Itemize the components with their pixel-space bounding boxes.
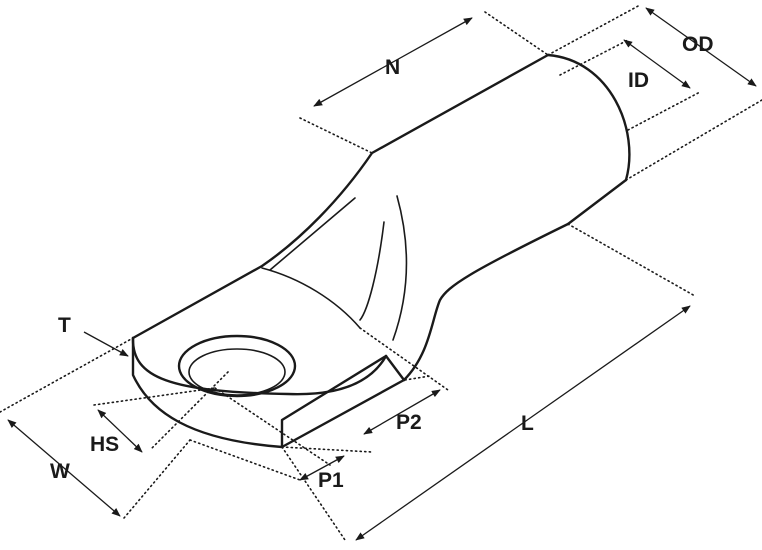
l-dimension-arrow [355,305,691,541]
barrel-end-lower [566,178,628,226]
crimp-line-3 [359,221,385,321]
label-p1: P1 [318,469,344,492]
p1-dimension-arrow [299,455,345,481]
stud-hole-inner [188,348,286,396]
dimension-arrows [7,7,757,541]
label-l: L [521,412,534,435]
w-dimension-arrow [7,419,121,517]
od-dimension-arrow [645,7,757,87]
label-w: W [50,460,70,483]
label-n: N [385,56,400,79]
t-dimension-arrow [83,331,129,357]
crimp-line-4 [261,267,361,329]
barrel-end [546,53,631,182]
stud-hole-outer [177,334,297,398]
lug-body [131,53,631,449]
id-dimension-arrow [623,39,691,89]
label-t: T [58,314,71,337]
label-od: OD [682,33,714,56]
n-dimension-arrow [313,17,473,107]
palm-side-edge [384,354,406,382]
hs-dimension-arrow [97,409,143,453]
lug-top-edge [131,53,550,340]
crimp-line-2 [392,195,408,341]
dimension-labels: N OD ID T HS W P1 P2 L [50,33,714,492]
label-hs: HS [90,433,119,456]
palm-top-face [131,336,388,396]
crimp-line-1 [269,197,356,271]
barrel-bottom-edge [402,222,570,382]
label-p2: P2 [396,411,422,434]
palm-right-edge [280,354,388,449]
palm-front-edge [131,336,406,449]
label-id: ID [628,69,649,92]
